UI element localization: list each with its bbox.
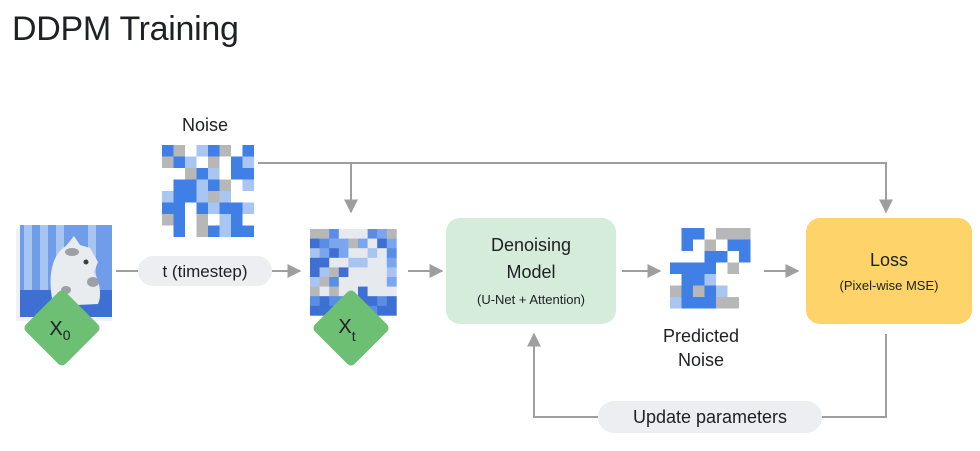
predicted-noise-line1: Predicted — [663, 326, 739, 346]
xt-diamond: Xt — [313, 290, 389, 366]
predicted-noise-line2: Noise — [678, 350, 724, 370]
loss-title: Loss — [870, 250, 908, 270]
model-line3: (U-Net + Attention) — [477, 292, 585, 307]
model-line2: Model — [506, 262, 555, 282]
timestep-label: t (timestep) — [162, 262, 247, 281]
update-parameters-pill: Update parameters — [598, 401, 822, 433]
xt-subscript: t — [352, 328, 356, 344]
x0-subscript: 0 — [63, 327, 71, 343]
predicted-noise-icon — [670, 228, 751, 309]
noise-to-loss-arrow — [351, 162, 893, 214]
noisy-image-icon — [310, 229, 397, 316]
timestep-pill: t (timestep) — [138, 256, 272, 286]
x0-diamond: X0 — [24, 290, 100, 366]
svg-text:Xt: Xt — [338, 316, 355, 344]
loss-subtitle: (Pixel-wise MSE) — [840, 278, 939, 293]
svg-text:X0: X0 — [49, 318, 70, 343]
page-title: DDPM Training — [12, 10, 239, 48]
update-parameters-label: Update parameters — [633, 407, 787, 427]
model-line1: Denoising — [491, 235, 571, 255]
noise-pattern-icon — [162, 145, 254, 237]
denoising-model-box: Denoising Model (U-Net + Attention) — [446, 218, 616, 324]
xt-label: X — [338, 316, 351, 338]
x0-label: X — [49, 318, 62, 340]
loss-box: Loss (Pixel-wise MSE) — [806, 218, 972, 324]
noise-to-xt-arrow — [258, 162, 358, 214]
noise-label: Noise — [182, 115, 228, 135]
